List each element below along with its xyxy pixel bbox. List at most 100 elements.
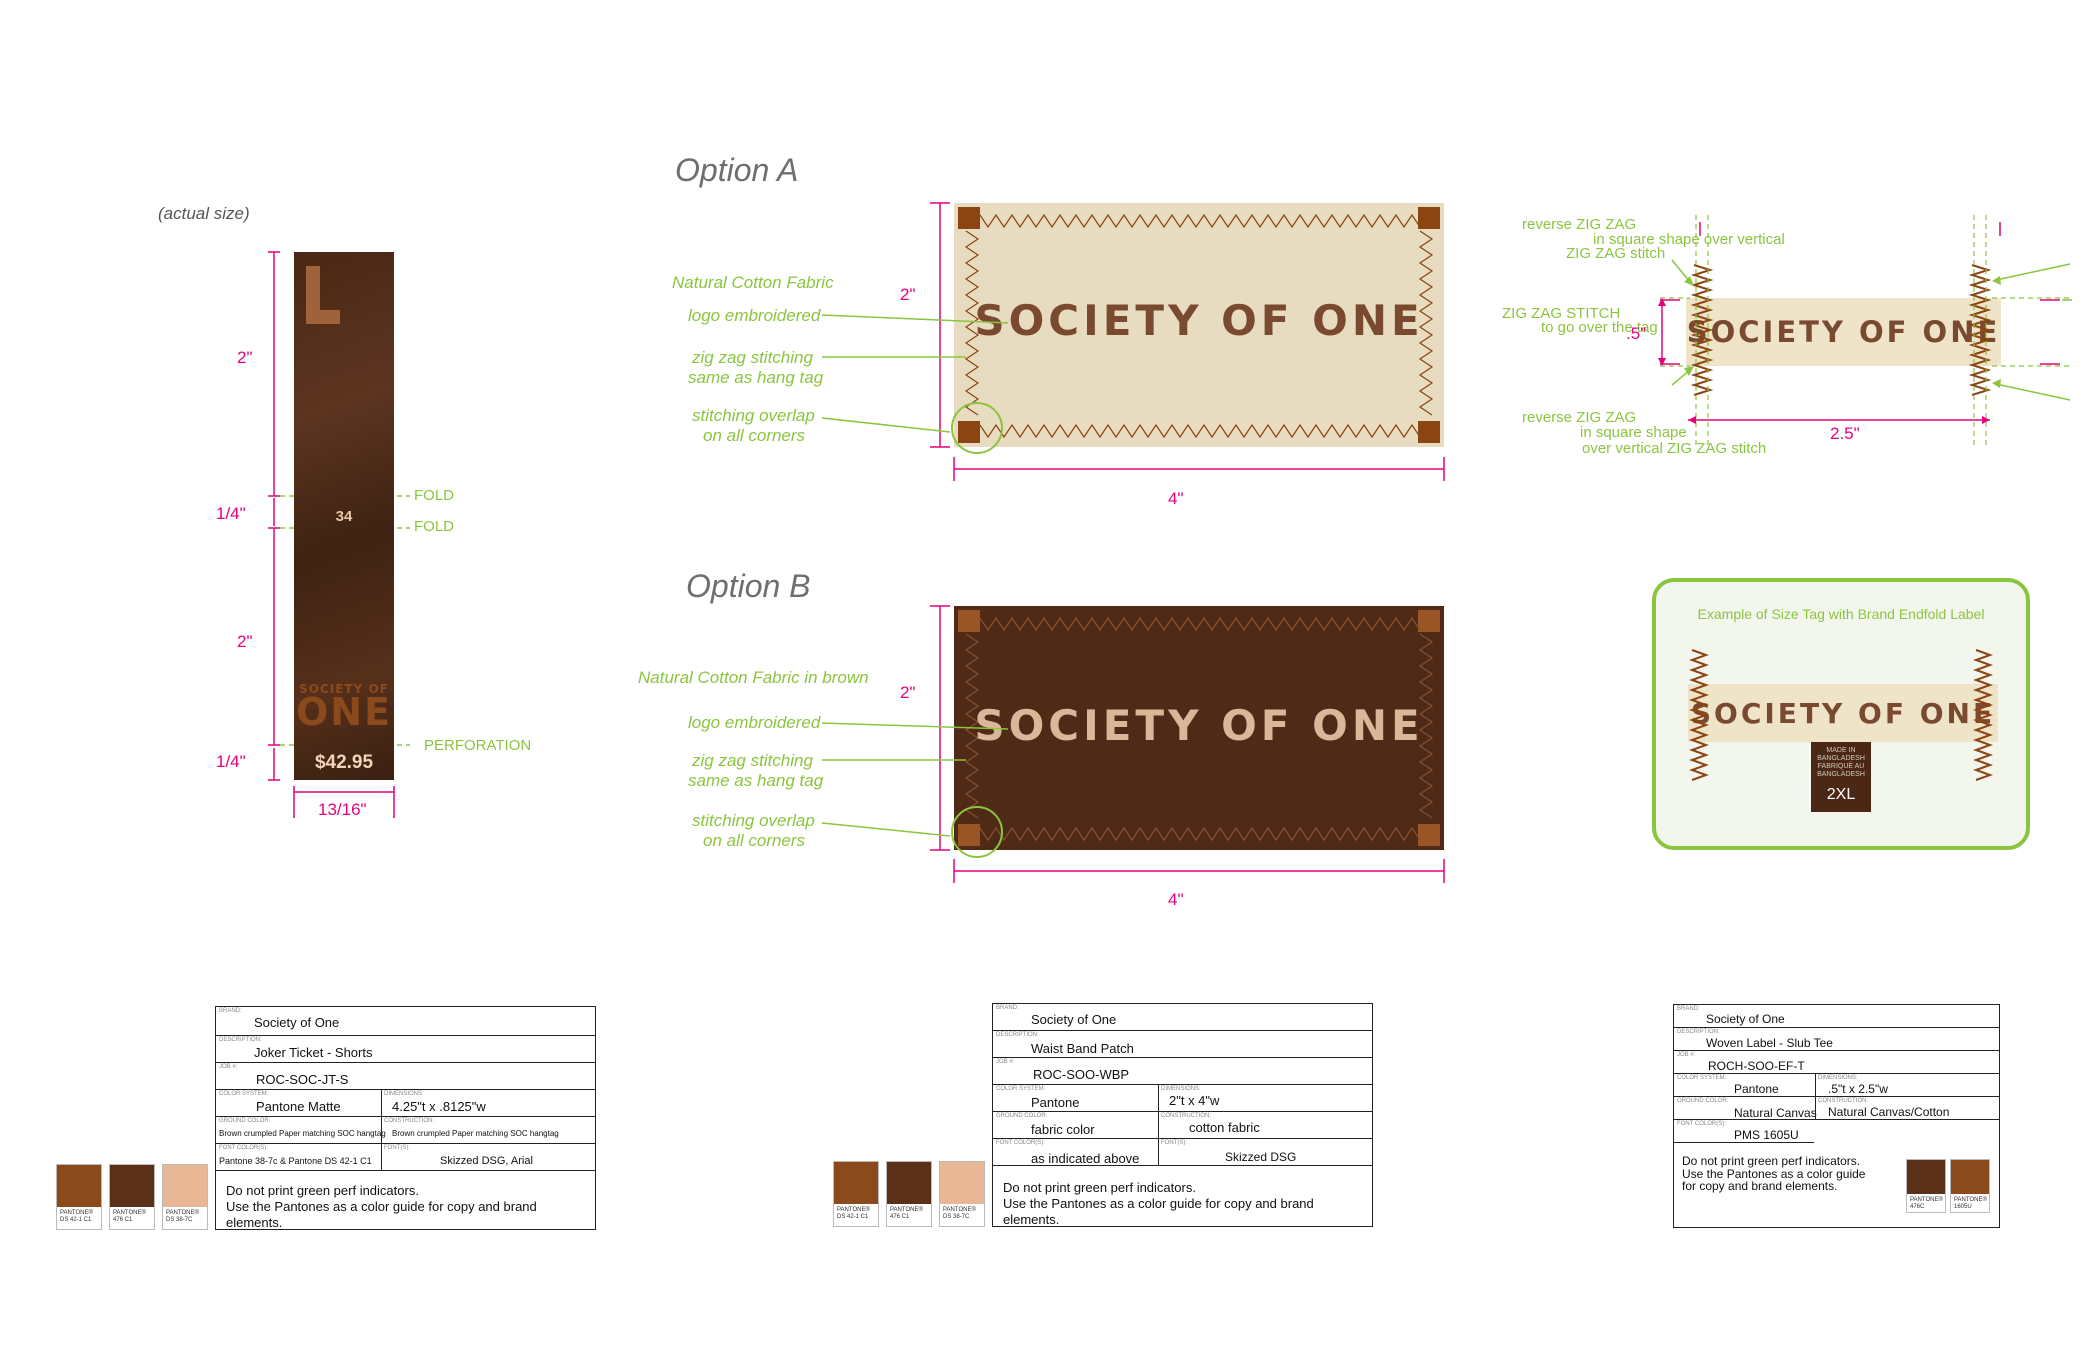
example-made-2: BANGLADESH [1817, 755, 1865, 762]
option-b-zigzag-stitch [964, 616, 1434, 842]
option-a-label-fabric: Natural Cotton Fabric [672, 273, 834, 292]
spec3-swatch-2: PANTONE®1605U [1950, 1159, 1990, 1213]
spec2-swatch-2: PANTONE®476 C1 [886, 1161, 932, 1227]
spec1-swatch-1-l2: DS 42-1 C1 [60, 1217, 92, 1223]
spec2-desc-label: DESCRIPTION: [996, 1032, 1039, 1038]
spec1-swatch-2-l1: PANTONE® [113, 1210, 146, 1216]
spec3-swatch-2-chip [1951, 1160, 1989, 1194]
spec3-constr-label: CONSTRUCTION: [1818, 1098, 1868, 1104]
actual-size-note: (actual size) [158, 204, 250, 223]
option-a-brand: SOCIETY OF ONE [974, 296, 1424, 345]
woven-note-rev1-b: in square shape over vertical [1593, 231, 1785, 248]
spec3-swatch-2-l1: PANTONE® [1954, 1197, 1987, 1203]
spec2-desc: Waist Band Patch [1031, 1041, 1134, 1056]
spec1-color: Pantone Matte [256, 1099, 341, 1114]
spec2-ground: fabric color [1031, 1122, 1095, 1137]
option-b-label-overlap-2: on all corners [703, 831, 806, 850]
spec1-note1: Do not print green perf indicators. [226, 1183, 419, 1198]
spec3-brand-label: BRAND: [1677, 1006, 1700, 1012]
option-a-dim-h: 2" [900, 285, 916, 304]
hangtag-brand-line1: SOCIETY OF [299, 682, 389, 696]
spec1-color-label: COLOR SYSTEM: [219, 1091, 269, 1097]
spec3-dim-label: DIMENSIONS: [1818, 1075, 1858, 1081]
woven-label-brand: SOCIETY OF ONE [1686, 315, 2001, 349]
hangtag-brand-line2: ONE [295, 690, 393, 734]
spec3-job: ROCH-SOO-EF-T [1708, 1059, 1805, 1073]
spec2-fontcolor: as indicated above [1031, 1151, 1140, 1166]
spec1-ground-label: GROUND COLOR: [219, 1118, 271, 1124]
hangtag-dim-width: 13/16" [318, 800, 367, 819]
spec1-desc-label: DESCRIPTION: [219, 1037, 262, 1043]
option-b-corner-br [1418, 824, 1440, 846]
spec2-job: ROC-SOO-WBP [1033, 1067, 1130, 1082]
spec-sheet-3: BRAND: Society of One DESCRIPTION:Woven L… [1673, 1004, 2000, 1228]
spec3-fontcolor-label: FONT COLOR(S): [1677, 1121, 1726, 1127]
spec2-color-label: COLOR SYSTEM: [996, 1086, 1046, 1092]
option-a-label-zigzag-2: same as hang tag [688, 368, 824, 387]
spec1-desc: Joker Ticket - Shorts [254, 1045, 373, 1060]
spec2-color: Pantone [1031, 1095, 1080, 1110]
spec2-brand-label: BRAND: [996, 1005, 1019, 1011]
example-box: Example of Size Tag with Brand Endfold L… [1652, 578, 2030, 850]
spec2-swatch-2-chip [887, 1162, 931, 1204]
spec2-swatch-2-l2: 476 C1 [890, 1214, 910, 1220]
option-b-dim-w: 4" [1168, 890, 1184, 909]
option-b-corner-bl [958, 824, 980, 846]
option-a-dim-w: 4" [1168, 489, 1184, 508]
spec3-dim: .5"t x 2.5"w [1828, 1082, 1888, 1096]
spec1-swatch-2-l2: 476 C1 [113, 1217, 133, 1223]
spec1-brand-label: BRAND: [219, 1008, 242, 1014]
hangtag-dim-mid: 2" [237, 632, 253, 651]
spec1-dim-label: DIMENSIONS: [384, 1091, 424, 1097]
spec1-swatch-3-l2: DS 38-7C [166, 1217, 193, 1223]
spec1-swatch-3-chip [163, 1165, 207, 1207]
perforation-label: PERFORATION [424, 737, 532, 754]
example-made-3: FABRIQUÉ AU [1817, 763, 1865, 770]
example-title: Example of Size Tag with Brand Endfold L… [1697, 606, 1985, 622]
woven-note-zz-a: ZIG ZAG STITCH [1502, 305, 1621, 322]
spec1-swatch-1: PANTONE®DS 42-1 C1 [56, 1164, 102, 1230]
option-b-title: Option B [686, 568, 811, 604]
option-b-corner-tl [958, 610, 980, 632]
spec2-dim-label: DIMENSIONS: [1161, 1086, 1201, 1092]
option-b-brand: SOCIETY OF ONE [974, 701, 1424, 750]
hangtag-price: $42.95 [314, 752, 374, 773]
spec1-fonts-label: FONT(S): [384, 1145, 410, 1151]
option-b-label-logo: logo embroidered [688, 713, 821, 732]
spec2-constr: cotton fabric [1189, 1120, 1260, 1135]
spec2-job-label: JOB #: [996, 1059, 1015, 1065]
spec2-fontcolor-label: FONT COLOR(S): [996, 1140, 1045, 1146]
option-b-label-zigzag-2: same as hang tag [688, 771, 824, 790]
spec1-swatch-2-chip [110, 1165, 154, 1207]
hangtag-size: 34 [335, 508, 353, 525]
spec3-swatch-1-l1: PANTONE® [1910, 1197, 1943, 1203]
spec1-constr: Brown crumpled Paper matching SOC hangta… [392, 1129, 559, 1138]
spec2-fonts-label: FONT(S): [1161, 1140, 1187, 1146]
option-b-dim-h: 2" [900, 683, 916, 702]
spec2-swatch-3-chip [940, 1162, 984, 1204]
option-a-label-overlap-1: stitching overlap [692, 406, 815, 425]
option-a-title: Option A [675, 152, 799, 188]
spec2-swatch-1-l1: PANTONE® [837, 1207, 870, 1213]
spec2-constr-label: CONSTRUCTION: [1161, 1113, 1211, 1119]
spec2-swatch-1: PANTONE®DS 42-1 C1 [833, 1161, 879, 1227]
woven-note-rev1-a: reverse ZIG ZAG [1522, 216, 1637, 233]
woven-dim-h: .5" [1626, 324, 1647, 343]
spec3-brand: Society of One [1706, 1012, 1785, 1026]
option-b-label-fabric: Natural Cotton Fabric in brown [638, 668, 869, 687]
spec1-ground: Brown crumpled Paper matching SOC hangta… [219, 1129, 386, 1138]
woven-note-zz-b: to go over the tag [1541, 319, 1658, 336]
spec3-swatch-1-chip [1907, 1160, 1945, 1194]
spec3-desc-label: DESCRIPTION: [1677, 1029, 1720, 1035]
spec3-desc: Woven Label - Slub Tee [1706, 1036, 1833, 1050]
hangtag-dim-fold: 1/4" [216, 504, 246, 523]
example-made-4: BANGLADESH [1817, 771, 1865, 778]
spec2-brand: Society of One [1031, 1012, 1117, 1027]
spec3-note2: Use the Pantones as a color guide [1682, 1167, 1866, 1181]
option-b-corner-tr [1418, 610, 1440, 632]
fold-label-2: FOLD [414, 518, 455, 535]
spec2-ground-label: GROUND COLOR: [996, 1113, 1048, 1119]
spec3-constr: Natural Canvas/Cotton [1828, 1105, 1950, 1119]
spec3-fontcolor: PMS 1605U [1734, 1128, 1799, 1142]
